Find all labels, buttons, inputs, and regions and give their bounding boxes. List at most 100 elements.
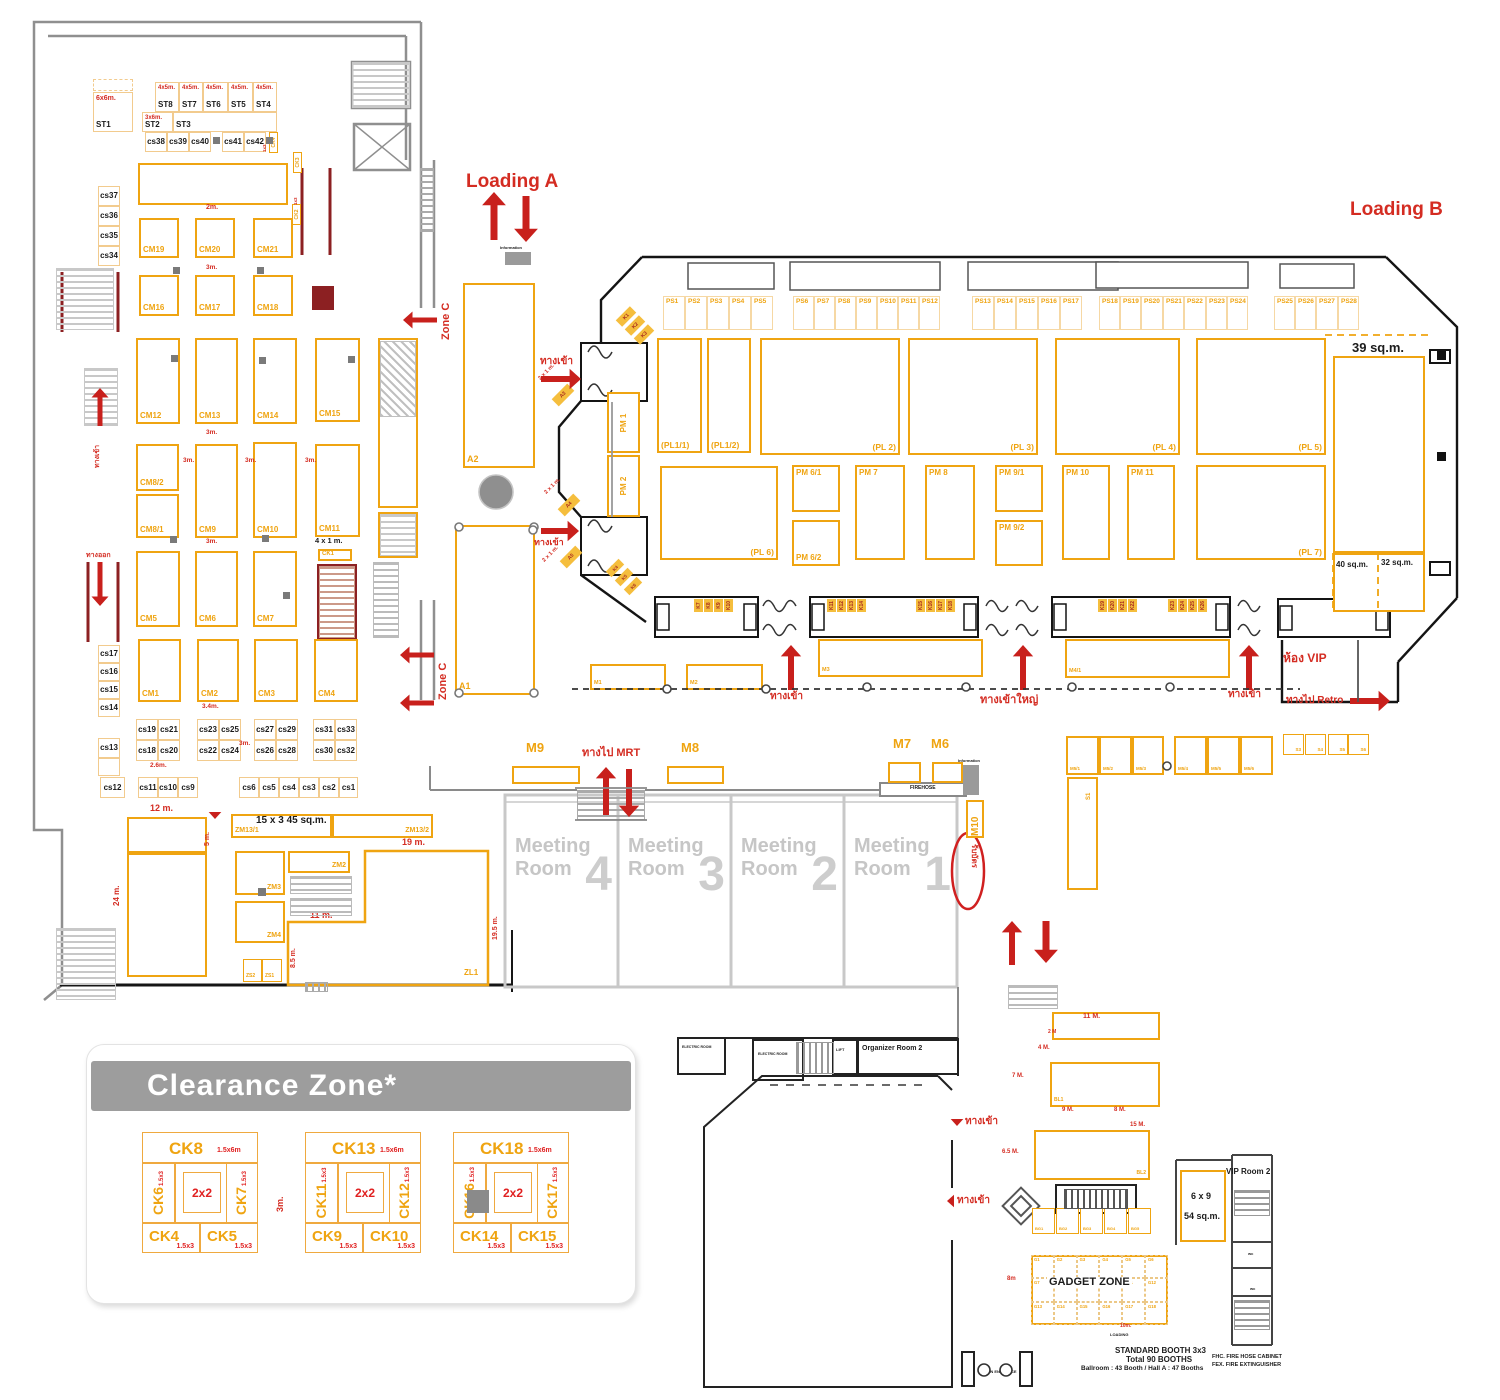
gadget-cell-label: G4 <box>1102 1257 1108 1262</box>
booth-cs4: cs4 <box>279 777 299 798</box>
booth-area <box>1333 553 1425 612</box>
gadget-cell-label: G14 <box>1056 1303 1065 1309</box>
label-54-sq-m-: 54 sq.m. <box>1184 1211 1221 1221</box>
label-3m-: 3m. <box>245 457 257 464</box>
hall-a-walls <box>557 255 1459 704</box>
booth-label: PM 6/1 <box>796 468 822 477</box>
booth--pl-2-: (PL 2) <box>760 338 900 455</box>
booth-label: M5/5 <box>1211 765 1222 771</box>
booth-label: CM16 <box>143 303 165 312</box>
booth-label: CM12 <box>140 411 162 420</box>
booth-cs15: cs15 <box>98 681 120 699</box>
booth-ck7: CK71.5x3 <box>226 1163 258 1223</box>
booth-label: PS21 <box>1166 298 1182 305</box>
booth-label: cs11 <box>139 782 157 792</box>
booth-cs36: cs36 <box>98 206 120 226</box>
booth-label: CM10 <box>257 525 279 534</box>
booth-cs38: cs38 <box>145 132 167 152</box>
booth-label: ZM13/2 <box>405 827 429 834</box>
hatch-area <box>1234 1300 1270 1330</box>
label-3m-: 3m. <box>206 429 218 436</box>
booth-label: ST2 <box>145 120 160 129</box>
booth-label: (PL1/2) <box>711 439 740 450</box>
booth-area <box>512 766 580 784</box>
booth-label: PS2 <box>688 298 701 305</box>
booth-area <box>1067 777 1098 890</box>
arrow-l <box>400 646 434 664</box>
booth-label: CM17 <box>199 303 221 312</box>
meeting-room-walls <box>503 793 959 989</box>
booth-label: M1 <box>594 679 602 686</box>
booth-label: cs6 <box>242 782 256 792</box>
booth-label: S6 <box>1360 746 1366 752</box>
gadget-cell-label: G15 <box>1079 1303 1088 1309</box>
booth-m4-1: M4/1 <box>1065 639 1230 678</box>
label-information: Information <box>958 758 980 763</box>
booth-pm-9-2: PM 9/2 <box>995 520 1043 566</box>
booth-m5-2: M5/2 <box>1099 736 1132 775</box>
booth-ps26: PS26 <box>1295 296 1316 330</box>
ballroom-walls <box>677 1037 1137 1388</box>
gadget-cell-g14: G14 <box>1053 1301 1077 1325</box>
booth-cs16: cs16 <box>98 663 120 681</box>
gadget-cell-g18: G18 <box>1145 1301 1168 1325</box>
booth-cs40: cs40 <box>189 132 211 152</box>
booth-label: CM8/1 <box>140 525 164 534</box>
booth-label: cs4 <box>282 782 296 792</box>
booth-label: ZS2 <box>246 973 256 979</box>
booth-label: (PL 2) <box>872 441 896 452</box>
hatch-area <box>1008 985 1058 1009</box>
booth-cs2: cs2 <box>319 777 339 798</box>
booth-label: PS23 <box>1209 298 1225 305</box>
booth-label: CM3 <box>258 689 275 698</box>
booth-area <box>932 762 963 783</box>
booth-size-note: 1.5x3 <box>487 1243 505 1250</box>
booth-label: ZM3 <box>267 884 281 891</box>
booth-label: ZM13/1 <box>235 827 259 834</box>
meeting-room-number: 2 <box>811 848 838 901</box>
booth-cm20: CM20 <box>195 218 235 258</box>
booth-label: cs13 <box>100 743 118 752</box>
arrow-d <box>91 562 109 606</box>
label-6-x-9: 6 x 9 <box>1191 1191 1212 1201</box>
column-marker <box>478 474 514 510</box>
label-ห้อง-vip: ห้อง VIP <box>1283 651 1327 665</box>
clearance-2x2-label: 2x2 <box>502 1185 524 1200</box>
booth-label: PS9 <box>859 298 872 305</box>
booth-label: M3 <box>822 666 830 673</box>
meeting-room-word: Meeting <box>854 835 930 857</box>
booth-label: ZM4 <box>267 932 281 939</box>
booth-cm15: CM15 <box>315 338 360 422</box>
booth-area <box>98 758 120 776</box>
booth-cs35: cs35 <box>98 226 120 246</box>
utility-block <box>348 356 355 363</box>
booth-ps24: PS24 <box>1227 296 1248 330</box>
booth-pm-6-1: PM 6/1 <box>792 465 840 512</box>
clearance-2x2: 2x2 <box>183 1172 221 1213</box>
booth-pm-11: PM 11 <box>1127 465 1175 560</box>
booth-label: cs26 <box>256 745 274 755</box>
label-ทางเข้า: ทางเข้า <box>770 691 803 702</box>
booth-ps14: PS14 <box>994 296 1016 330</box>
gadget-cell-g6: G6 <box>1145 1255 1168 1279</box>
booth-cs20: cs20 <box>158 740 180 761</box>
booth-label: ST4 <box>256 100 271 109</box>
column-marker <box>1067 682 1077 692</box>
booth-label: PS24 <box>1230 298 1246 305</box>
label-40-sq-m-: 40 sq.m. <box>1336 560 1369 569</box>
arrow-u <box>780 645 802 690</box>
meeting-room-word: Meeting <box>628 835 704 857</box>
booth-size-note: 1.5x3 <box>397 1243 415 1250</box>
booth-size-note: 1.5x3 <box>339 1243 357 1250</box>
booth-label: (PL1/1) <box>661 439 690 450</box>
utility-block <box>171 355 178 362</box>
arrow-r <box>541 368 581 390</box>
booth-label: CK9 <box>312 1228 343 1245</box>
hatch-area <box>290 876 352 894</box>
column-marker <box>528 525 538 535</box>
gadget-cell-g13: G13 <box>1031 1301 1054 1325</box>
booth-cs41: cs41 <box>222 132 244 152</box>
